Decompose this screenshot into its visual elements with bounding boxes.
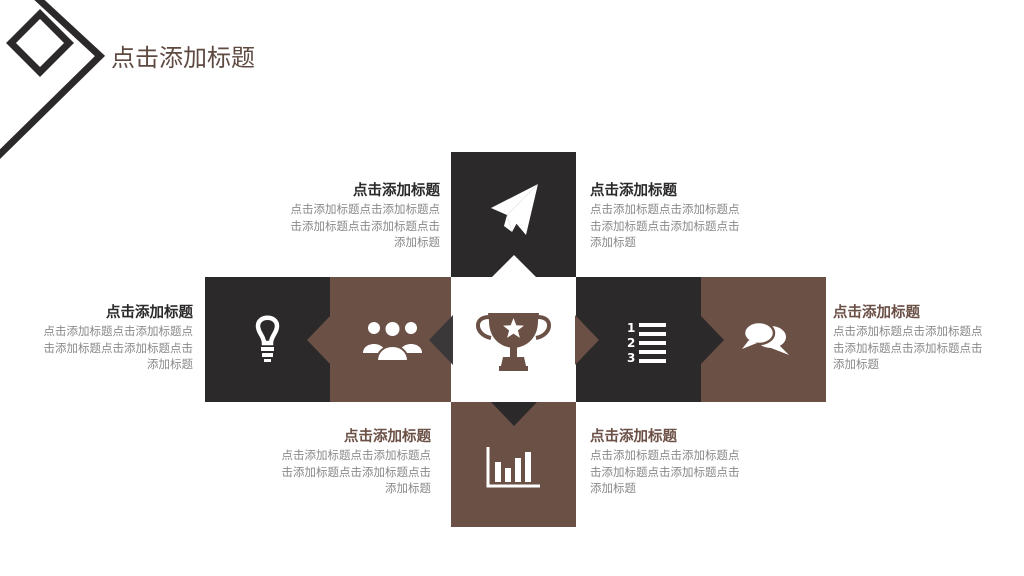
paper-plane-icon bbox=[491, 184, 538, 235]
block-body: 点击添加标题点击添加标题点击添加标题点击添加标题点击添加标题 bbox=[590, 202, 740, 249]
tile-center bbox=[451, 277, 576, 402]
block-title: 点击添加标题 bbox=[590, 183, 677, 199]
chat-bubbles-icon bbox=[742, 320, 789, 355]
tile-top bbox=[451, 152, 576, 277]
team-people-icon bbox=[363, 320, 422, 362]
block-title: 点击添加标题 bbox=[353, 183, 440, 199]
list-number-3: 3 bbox=[627, 351, 635, 365]
text-block-bottom-left: 点击添加标题 点击添加标题点击添加标题点击添加标题点击添加标题点击添加标题 bbox=[271, 428, 432, 497]
list-number-1: 1 bbox=[627, 321, 635, 335]
corner-diamond-logo bbox=[0, 0, 106, 160]
list-number-2: 2 bbox=[627, 336, 635, 350]
arrow-connector-right-1 bbox=[575, 315, 599, 365]
arrow-connector-left-2 bbox=[429, 315, 453, 365]
arrow-connector-right-2 bbox=[700, 315, 724, 365]
block-title: 点击添加标题 bbox=[106, 305, 193, 321]
text-block-left: 点击添加标题 点击添加标题点击添加标题点击添加标题点击添加标题点击添加标题 bbox=[33, 304, 194, 373]
text-block-right: 点击添加标题 点击添加标题点击添加标题点击添加标题点击添加标题点击添加标题 bbox=[833, 304, 993, 373]
arrow-connector-up bbox=[491, 255, 537, 278]
block-body: 点击添加标题点击添加标题点击添加标题点击添加标题点击添加标题 bbox=[833, 324, 983, 371]
lightbulb-icon bbox=[255, 315, 280, 362]
tile-far-left bbox=[205, 277, 330, 402]
block-body: 点击添加标题点击添加标题点击添加标题点击添加标题点击添加标题 bbox=[281, 448, 432, 495]
page-title: 点击添加标题 bbox=[111, 44, 255, 72]
bar-chart-icon bbox=[486, 447, 540, 488]
block-body: 点击添加标题点击添加标题点击添加标题点击添加标题点击添加标题 bbox=[590, 448, 740, 495]
arrow-connector-left-1 bbox=[307, 315, 331, 365]
arrow-connector-down bbox=[491, 402, 537, 426]
block-title: 点击添加标题 bbox=[590, 429, 677, 445]
text-block-top-left: 点击添加标题 点击添加标题点击添加标题点击添加标题点击添加标题点击添加标题 bbox=[280, 182, 441, 251]
block-body: 点击添加标题点击添加标题点击添加标题点击添加标题点击添加标题 bbox=[43, 324, 194, 371]
block-body: 点击添加标题点击添加标题点击添加标题点击添加标题点击添加标题 bbox=[290, 202, 441, 249]
trophy-star-icon bbox=[476, 313, 551, 371]
numbered-list-icon: 1 2 3 bbox=[627, 321, 666, 365]
text-block-top-right: 点击添加标题 点击添加标题点击添加标题点击添加标题点击添加标题点击添加标题 bbox=[590, 182, 750, 251]
block-title: 点击添加标题 bbox=[344, 429, 431, 445]
block-title: 点击添加标题 bbox=[833, 305, 920, 321]
text-block-bottom-right: 点击添加标题 点击添加标题点击添加标题点击添加标题点击添加标题点击添加标题 bbox=[590, 428, 750, 497]
